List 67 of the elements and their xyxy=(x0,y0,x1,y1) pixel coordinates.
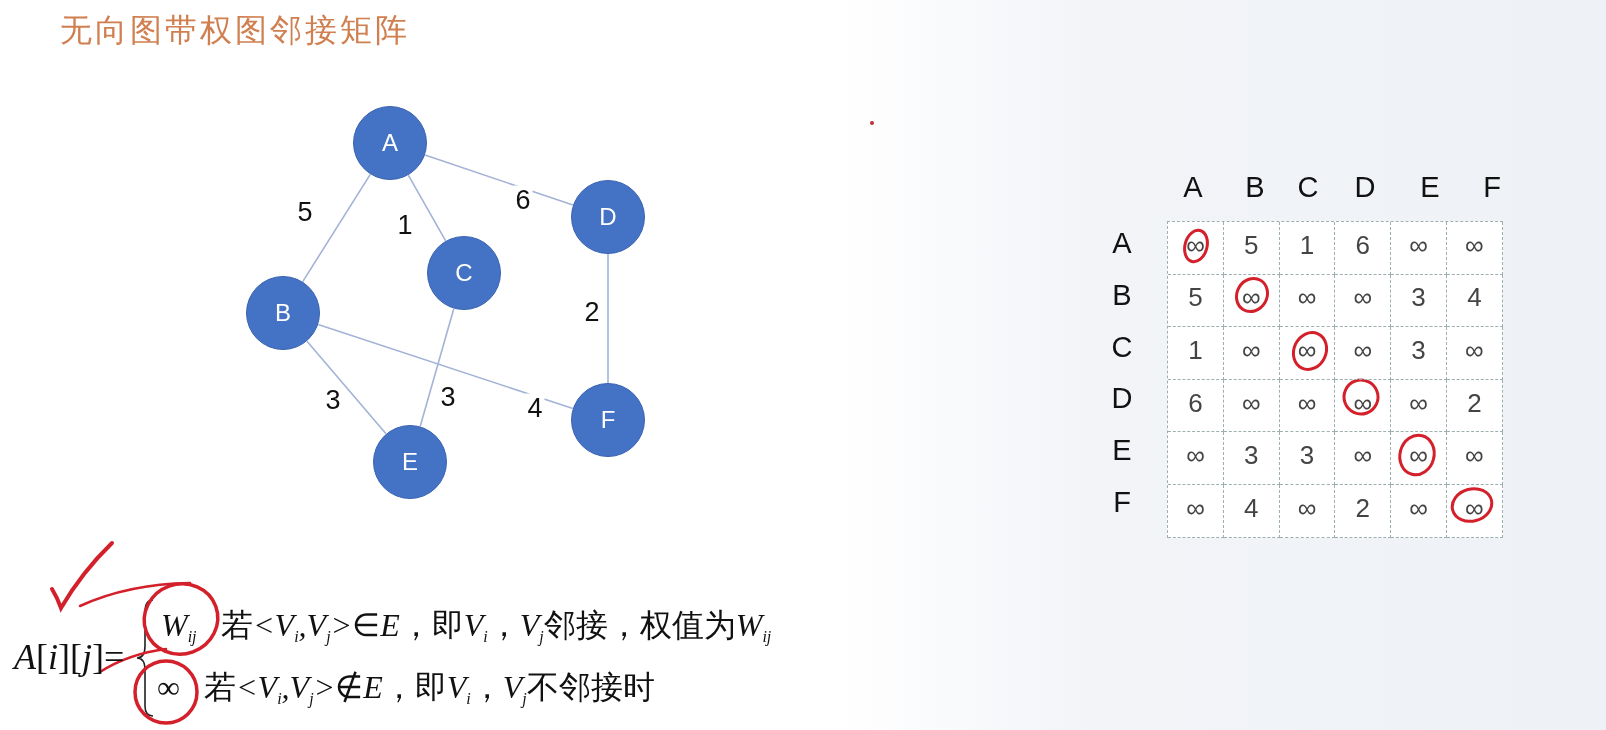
vertex-circle: D xyxy=(571,180,645,254)
vertex-circle: C xyxy=(427,236,501,310)
vertex-circle: B xyxy=(246,276,320,350)
graph-edge xyxy=(301,173,372,283)
graph-edge xyxy=(407,174,447,242)
vertex-circle: F xyxy=(571,383,645,457)
matrix-cell: 6 xyxy=(1168,379,1224,433)
row-header: A xyxy=(1112,228,1132,258)
column-header: A xyxy=(1183,172,1203,202)
matrix-cell: 3 xyxy=(1223,432,1280,485)
column-header: B xyxy=(1245,172,1265,202)
matrix-cell: 1 xyxy=(1279,222,1336,275)
matrix-cell: 5 xyxy=(1223,222,1280,275)
slide-title: 无向图带权图邻接矩阵 xyxy=(60,10,410,50)
row-header: F xyxy=(1113,487,1131,517)
matrix-cell: ∞ xyxy=(1279,327,1336,380)
matrix-cell: 1 xyxy=(1168,327,1224,380)
matrix-cell: ∞ xyxy=(1168,484,1224,538)
matrix-cell: ∞ xyxy=(1447,222,1503,275)
case-value: ∞ xyxy=(157,670,180,706)
matrix-cell: ∞ xyxy=(1447,432,1503,485)
matrix-cell: ∞ xyxy=(1223,327,1280,380)
matrix-cell: ∞ xyxy=(1391,379,1447,433)
row-header: B xyxy=(1112,280,1132,310)
vertex-circle: A xyxy=(353,106,427,180)
vertex-circle: E xyxy=(373,425,447,499)
matrix-cell: ∞ xyxy=(1391,484,1447,538)
matrix-cell: 2 xyxy=(1447,379,1503,433)
matrix-cell: ∞ xyxy=(1335,432,1392,485)
matrix-cell: ∞ xyxy=(1279,484,1336,538)
matrix-cell: ∞ xyxy=(1447,484,1503,538)
formula-lhs: A[i][j]= xyxy=(14,638,125,678)
graph-edge xyxy=(419,307,455,428)
column-header: C xyxy=(1297,172,1319,202)
matrix-cell: ∞ xyxy=(1391,432,1447,485)
matrix-cell: ∞ xyxy=(1447,327,1503,380)
row-header: D xyxy=(1111,383,1133,413)
matrix-cell: ∞ xyxy=(1279,379,1336,433)
column-header: F xyxy=(1483,172,1501,202)
matrix-cell: ∞ xyxy=(1391,222,1447,275)
row-header: C xyxy=(1111,332,1133,362)
matrix-cell: ∞ xyxy=(1335,327,1392,380)
matrix-cell: ∞ xyxy=(1335,274,1392,328)
graph-edge xyxy=(306,340,387,435)
matrix-cell: ∞ xyxy=(1279,274,1336,328)
column-header: E xyxy=(1420,172,1440,202)
matrix-cell: 5 xyxy=(1168,274,1224,328)
column-header: D xyxy=(1354,172,1376,202)
graph-edge xyxy=(607,253,609,384)
matrix-cell: ∞ xyxy=(1168,222,1224,275)
matrix-cell: 3 xyxy=(1279,432,1336,485)
matrix-cell: 4 xyxy=(1447,274,1503,328)
matrix-cell: 6 xyxy=(1335,222,1392,275)
matrix-cell: 3 xyxy=(1391,327,1447,380)
matrix-cell: 4 xyxy=(1223,484,1280,538)
graph-edge xyxy=(424,154,574,206)
matrix-cell: ∞ xyxy=(1223,274,1280,328)
row-header: E xyxy=(1112,435,1132,465)
matrix-cell: 2 xyxy=(1335,484,1392,538)
matrix-cell: ∞ xyxy=(1335,379,1392,433)
matrix-cell: ∞ xyxy=(1223,379,1280,433)
case-value: W$_{ij}$ xyxy=(161,608,197,644)
matrix-cell: ∞ xyxy=(1168,432,1224,485)
case-condition: 若<V$_{i}$,V$_{j}$>∈E，即V$_{i}$，V$_{j}$邻接，权值为W$_{ij}$ xyxy=(221,608,772,644)
matrix-cell: 3 xyxy=(1391,274,1447,328)
graph-edge xyxy=(317,323,574,410)
case-condition: 若<V$_{i}$,V$_{j}$>∉E，即V$_{i}$，V$_{j}$不邻接时 xyxy=(204,670,655,706)
